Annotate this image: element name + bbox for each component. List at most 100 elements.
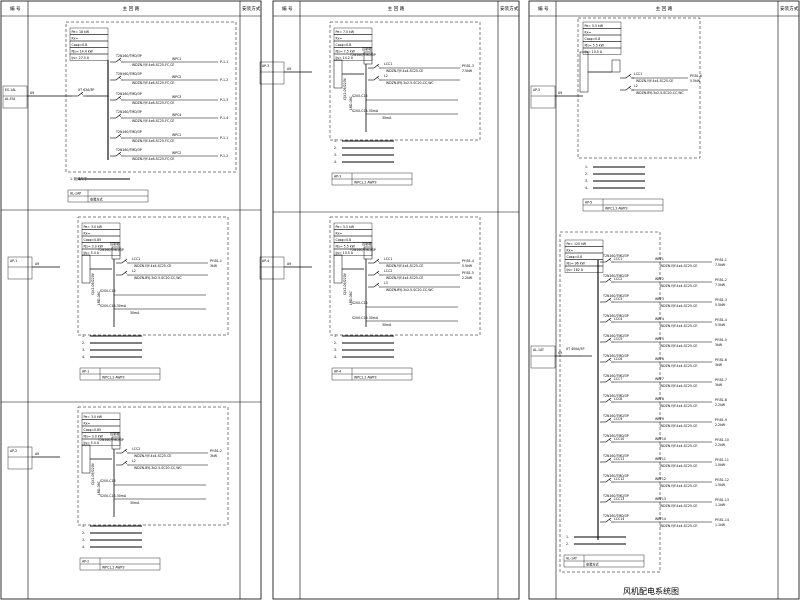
branch-power: 2.2kW [715,443,726,447]
panel-enclosure [329,216,481,336]
breaker-mark [80,92,84,96]
sheet-border [528,0,800,600]
incoming-feeder: AP-1A9 [7,256,60,280]
breaker-contact [115,133,122,139]
overload-label: LRD-08C [349,95,353,110]
breaker-mark [118,114,122,118]
breaker-contact [605,457,612,463]
feeder-code: AP-2 [10,449,17,453]
feeder-code: AL-FA1 [5,97,16,101]
header-main: 主 回 路 [123,5,140,12]
info-table-cell: AP-4 [334,370,341,374]
branch-breaker: T2N160/TMD/3P [602,374,629,378]
control-unit [363,51,373,65]
control-label: 控制箱 [110,241,120,246]
branch-circuit: WPC1 [172,57,181,61]
branch-cable: WDZN-YJY-4x4-SC25-CE [660,384,697,388]
branch-load: PY-B1-6 [715,358,727,362]
branch-circuit: WPF5 [655,337,664,341]
branch-power: 3kW [715,363,723,367]
circuit-power: 7.5kW [462,69,473,73]
info-table-cell: WPC1,2 AWP3 [102,376,125,380]
control-unit [111,436,121,450]
breaker-mark [608,398,612,402]
branch-breaker: T2N160/TMD/3P [115,110,142,114]
breaker-contact [121,258,128,264]
params-value: Kx= [84,421,91,425]
note-text: 1. [82,334,85,338]
note-text: 1. [334,334,337,338]
branch-circuit: WPF2 [655,277,664,281]
breaker-contact [605,337,612,343]
branch-code: LCC7 [614,377,622,381]
sheet-1: 编 号主 回 路安装方式 [0,0,262,600]
params-value: Cosφ=0.85 [84,238,102,242]
params-value: Pjs= 96 kW [567,261,586,265]
params-value: Kx= [72,36,79,40]
branch-code: LCC4 [614,317,622,321]
rcd-spec: S200-C16-30mA [352,316,379,320]
starter-box [333,59,343,89]
breaker-mark [608,378,612,382]
branch-code: LCC5 [614,337,622,341]
params-value: Pjs= 14.4 kW [72,49,94,53]
branch-circuit: WPF9 [655,417,664,421]
breaker-contact [115,75,122,81]
circuit-cable: WDZN-BYJ-3x2.5-SC20-CC,WC [636,91,684,95]
rcd-spec: S200-C16-30mA [100,304,127,308]
info-table-cell: AP-2 [82,560,89,564]
circuit-cable: WDZN-BYJ-3x2.5-SC20-CC,WC [134,466,182,470]
breaker-mark [608,318,612,322]
circuit-cable: WDZN-BYJ-3x2.5-SC20-CC,WC [386,288,434,292]
params-value: Cosφ=0.8 [336,43,352,47]
feeder-table [259,61,285,85]
starter-label: CJX2-09/220V [91,272,95,295]
starter-box [81,444,91,474]
branch-code: LCC13 [614,497,624,501]
params-value: Ijs= 10.5 A [335,251,353,255]
branch-load: PY-B1-8 [715,398,727,402]
breaker-contact [115,113,122,119]
branch-code: LCC2 [614,277,622,281]
params-value: Kx= [336,36,343,40]
branch-load: PY-B1-5 [715,338,727,342]
circuit-load: PY-B1-2 [210,449,222,453]
info-table-cell: AL-1AP [70,192,81,196]
params-value: Pjs= 3.0 kW [84,434,104,438]
breaker-contact [121,270,128,276]
branch-cable: WDZN-YJY-4x4-SC25-CE [660,444,697,448]
branch-circuit: WPF11 [655,457,666,461]
info-table-cell: AP-3 [334,175,341,179]
branch-circuit: WPF14 [655,517,666,521]
branch-cable: WDZN-YJY-4x6-SC25-FC,CE [132,101,174,105]
branch-power: 5.5kW [715,323,726,327]
branch-circuit: WPF8 [655,397,664,401]
circuit-cable: WDZN-YJY-4x4-SC25-CE [386,276,423,280]
branch-code: LCC10 [614,437,624,441]
breaker-mark [124,259,128,263]
incoming-feeder: AP-4A9 [259,256,312,280]
branch-breaker: T2N160/TMD/3P [602,434,629,438]
branch-circuit: WPF4 [655,317,664,321]
breaker-contact [605,377,612,383]
breaker-mark [608,478,612,482]
breaker-contact [605,257,612,263]
branch-circuit: WPC4 [172,113,181,117]
branch-load: PY-B1-11 [715,458,729,462]
control-unit [111,246,121,260]
control-unit [611,59,621,73]
circuit-code: LCC1 [384,62,392,66]
circuit-cable: WDZN-YJY-4x4-SC25-CE [386,264,423,268]
note-text: 2. [82,341,85,345]
branch-circuit: WPC2 [172,75,181,79]
starter-label: CJX2-09/220V [343,77,347,100]
overload-label: LRD-08C [349,290,353,305]
branch-load: PY-B1-9 [715,418,727,422]
